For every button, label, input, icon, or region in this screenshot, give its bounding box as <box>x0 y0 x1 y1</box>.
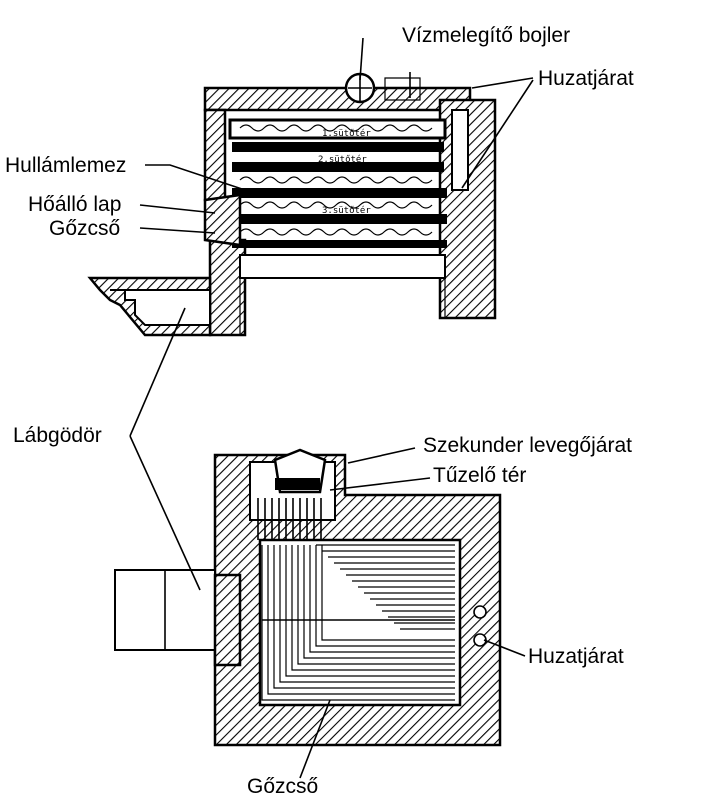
tier3-mark: 3.sütőtér <box>322 205 371 216</box>
flue-channels <box>261 544 455 701</box>
oven-plan-section <box>114 448 502 747</box>
leader-lines <box>129 37 534 779</box>
label-secondary-air-duct: Szekunder levegőjárat <box>423 434 632 457</box>
label-firebox: Tűzelő tér <box>433 464 526 487</box>
label-corrugated-plate: Hullámlemez <box>5 154 126 177</box>
tier2-mark: 2.sütőtér <box>318 154 367 165</box>
label-steam-pipe-bottom: Gőzcső <box>247 775 318 798</box>
foot-pit-plan <box>114 569 242 667</box>
oven-side-section: 1.sütőtér 2.sütőtér 3.sütőtér <box>87 72 497 337</box>
label-steam-pipe-top: Gőzcső <box>49 217 120 240</box>
baking-tiers: 1.sütőtér 2.sütőtér 3.sütőtér <box>228 118 447 248</box>
label-flue-bottom: Huzatjárat <box>528 645 624 668</box>
label-refractory-plate: Hőálló lap <box>28 193 121 216</box>
labels: Vízmelegítő bojler Huzatjárat Hullámleme… <box>5 24 634 798</box>
foot-pit <box>87 276 212 337</box>
label-flue-top: Huzatjárat <box>538 67 634 90</box>
tier1-mark: 1.sütőtér <box>322 128 371 139</box>
firebox <box>249 448 336 540</box>
label-water-heater: Vízmelegítő bojler <box>402 24 570 47</box>
label-foot-pit: Lábgödör <box>13 424 102 447</box>
